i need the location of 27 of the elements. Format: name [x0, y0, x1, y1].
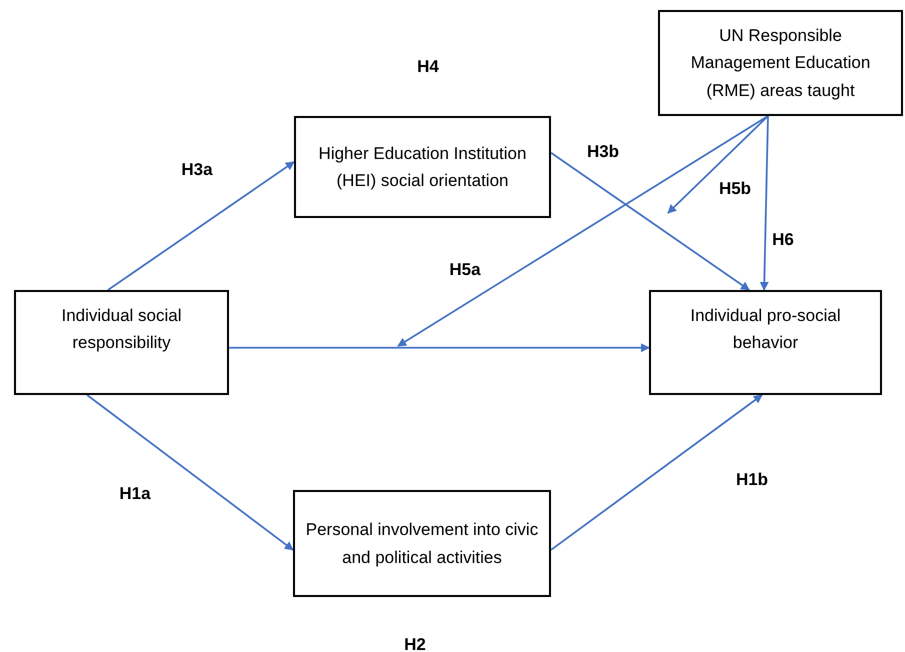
hypothesis-label: H2 — [404, 635, 426, 652]
concept-box — [294, 116, 551, 218]
concept-box — [658, 10, 903, 116]
concept-box — [293, 490, 551, 597]
box-text: Individual social responsibility — [60, 305, 182, 354]
arrow — [86, 394, 294, 551]
hypothesis-label: H3b — [586, 142, 620, 162]
arrow — [107, 161, 295, 291]
hypothesis-label: H5b — [718, 179, 752, 199]
box-text: Higher Education Institution (HEI) social orientation — [318, 142, 528, 192]
hypothesis-label: H3a — [181, 160, 213, 180]
hypothesis-label: H1a — [119, 484, 151, 504]
arrow — [667, 115, 769, 214]
hypothesis-label: H6 — [772, 230, 794, 250]
arrow — [760, 116, 769, 291]
box-text: Individual pro-social behavior — [689, 305, 842, 354]
concept-box — [649, 290, 882, 395]
box-text: Personal involvement into civic and political activities — [305, 519, 539, 568]
arrow — [550, 152, 750, 291]
hypothesis-label: H1b — [736, 470, 768, 490]
box-text: UN Responsible Management Education (RME) areas taught — [690, 25, 872, 102]
arrow — [550, 394, 763, 551]
hypothesis-label: H4 — [417, 57, 439, 77]
arrow — [229, 343, 650, 352]
hypothesis-label: H5a — [449, 260, 481, 280]
concept-box — [14, 290, 229, 395]
arrow — [397, 115, 768, 347]
